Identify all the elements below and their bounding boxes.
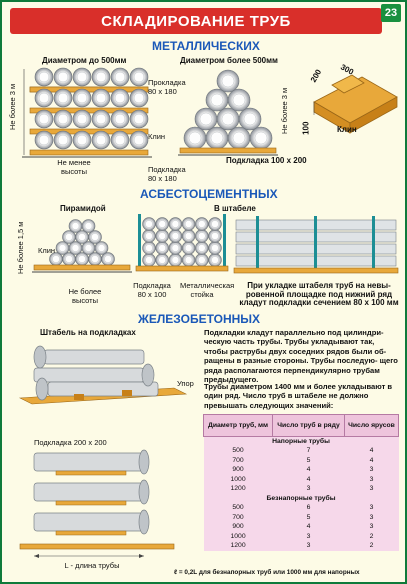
page-number: 23 xyxy=(381,4,401,22)
label-min-height: Не менее высоты xyxy=(57,158,91,176)
wedge-detail-illustration xyxy=(313,74,398,134)
label-pyramid: Пирамидой xyxy=(60,204,106,213)
label-height-3m-b: Не более 3 м xyxy=(280,87,289,134)
table-row: 1200 3 2 xyxy=(204,541,399,551)
col-diameter: Диаметр труб, мм xyxy=(202,414,274,437)
label-stack-spacers: Штабель на подкладках xyxy=(40,328,136,337)
table-cell: 500 xyxy=(232,447,244,455)
table-cell: 3 xyxy=(306,485,311,493)
label-height-3m: Не более 3 м xyxy=(8,83,17,130)
table-cell: 500 xyxy=(232,504,244,512)
metal-large-pyramid-illustration xyxy=(178,69,278,156)
label-stop: Упор xyxy=(177,379,194,388)
table-cell: 900 xyxy=(232,466,244,474)
table-cell: 6 xyxy=(306,504,311,512)
label-spacer-b: Подкладка 80 х 180 xyxy=(148,165,186,183)
page-title: СКЛАДИРОВАНИЕ ТРУБ xyxy=(101,12,291,30)
title-bar: СКЛАДИРОВАНИЕ ТРУБ xyxy=(10,8,382,34)
table-row: 1200 3 3 xyxy=(204,484,399,494)
table-row: 700 5 4 xyxy=(204,456,399,466)
label-diam-large: Диаметром более 500мм xyxy=(180,56,278,65)
footnote: ℓ = 0,2L для безнапорных труб или 1000 м… xyxy=(174,569,360,576)
table-cell: 7 xyxy=(306,447,311,455)
table-cell: 1000 xyxy=(230,532,246,540)
pipe-spec-table: Диаметр труб, мм Число труб в ряду Число… xyxy=(202,414,400,551)
table-cell: 3 xyxy=(369,466,374,474)
label-spacer-100: Подкладка 100 х 200 xyxy=(226,156,307,165)
concrete-front-illustration xyxy=(19,449,175,558)
col-tiers: Число ярусов xyxy=(343,414,400,437)
section-title-concrete: ЖЕЛЕЗОБЕТОННЫХ xyxy=(138,312,261,326)
table-row: 1000 3 2 xyxy=(204,532,399,542)
asbestos-note: При укладке штабеля труб на невы- ровенн… xyxy=(239,281,399,308)
table-cell: 3 xyxy=(369,475,374,483)
table-row: 900 4 3 xyxy=(204,465,399,475)
table-cell: 900 xyxy=(232,523,244,531)
table-cell: 5 xyxy=(306,513,311,521)
label-spacer-200: Подкладка 200 х 200 xyxy=(34,438,107,447)
label-max-height: Не более высоты xyxy=(68,287,102,305)
label-wedge-asb: Клин xyxy=(38,246,56,255)
table-cell: 700 xyxy=(232,456,244,464)
table-cell: 3 xyxy=(306,532,311,540)
label-height-15m: Не более 1,5 м xyxy=(16,221,25,274)
table-cell: 4 xyxy=(306,475,311,483)
label-wedge-detail: Клин xyxy=(337,125,357,134)
table-row: 700 5 3 xyxy=(204,513,399,523)
label-length: L - длина трубы xyxy=(64,561,120,570)
col-per-row: Число труб в ряду xyxy=(272,414,345,437)
metal-small-stack-illustration xyxy=(22,67,152,158)
table-cell: 4 xyxy=(306,523,311,531)
concrete-paragraph-2: Трубы диаметром 1400 мм и более укладыва… xyxy=(204,382,393,410)
concrete-paragraph-1: Подкладки кладут параллельно под цилиндр… xyxy=(204,328,398,385)
table-cell: 4 xyxy=(369,447,374,455)
section-title-metal: МЕТАЛЛИЧЕСКИХ xyxy=(152,39,260,53)
asbestos-stack-illustration xyxy=(135,214,229,272)
table-cell: 2 xyxy=(369,542,374,550)
table-row: 1000 4 3 xyxy=(204,475,399,485)
dim-100: 100 xyxy=(301,121,311,135)
table-cell: 3 xyxy=(369,513,374,521)
table-cell: 4 xyxy=(369,456,374,464)
table-cell: 5 xyxy=(306,456,311,464)
label-diam-small: Диаметром до 500мм xyxy=(42,56,127,65)
label-wedge: Клин xyxy=(148,132,166,141)
table-cell: 1200 xyxy=(230,485,246,493)
asbestos-side-illustration xyxy=(233,216,399,274)
asbestos-pyramid-illustration xyxy=(32,219,132,273)
table-cell: 2 xyxy=(369,532,374,540)
section-title-asbestos: АСБЕСТОЦЕМЕНТНЫХ xyxy=(140,187,278,201)
table-row: 500 7 4 xyxy=(204,446,399,456)
label-spacer-asb: Подкладка 80 х 100 xyxy=(133,281,171,299)
table-cell: 4 xyxy=(306,466,311,474)
table-cell: 3 xyxy=(369,523,374,531)
concrete-stack-illustration xyxy=(18,345,188,405)
label-metal-post: Металлическая стойка xyxy=(180,281,235,299)
table-group-heading: Безнапорные трубы xyxy=(266,494,336,502)
table-cell: 700 xyxy=(232,513,244,521)
label-spacer: Прокладка 80 х 180 xyxy=(148,78,186,96)
table-cell: 1000 xyxy=(230,475,246,483)
table-cell: 1200 xyxy=(230,542,246,550)
table-cell: 3 xyxy=(369,504,374,512)
label-stack: В штабеле xyxy=(214,204,256,213)
table-cell: 3 xyxy=(369,485,374,493)
table-row: 900 4 3 xyxy=(204,522,399,532)
table-cell: 3 xyxy=(306,542,311,550)
table-row: 500 6 3 xyxy=(204,503,399,513)
table-group-heading: Напорные трубы xyxy=(272,438,330,445)
